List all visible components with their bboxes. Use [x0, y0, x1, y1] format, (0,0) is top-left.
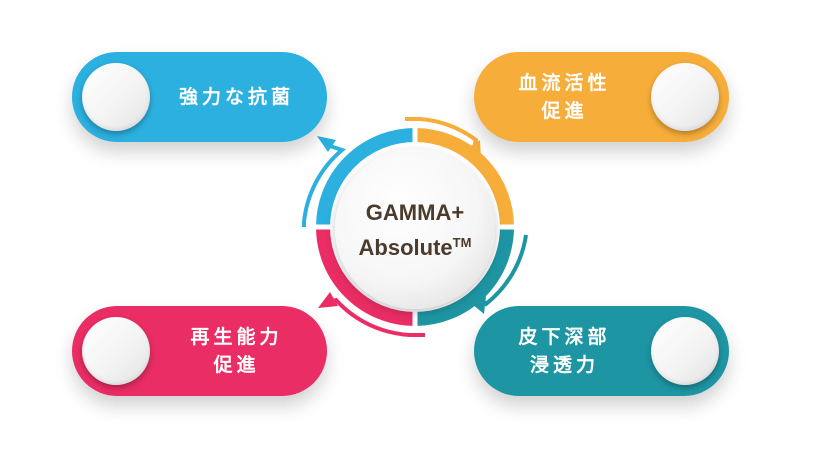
ring-segment-top-right	[414, 128, 514, 228]
ring-segment-top-left	[316, 128, 416, 228]
arrow-top-right	[405, 117, 479, 148]
arrow-bottom-right	[478, 234, 528, 307]
pill-label: 再生能力 促進	[160, 306, 313, 396]
pill-label-line: 促進	[541, 100, 588, 122]
pill-label-line: 強力な抗菌	[178, 86, 294, 108]
ring-segment-bottom-right	[414, 226, 514, 326]
hub-disc	[335, 149, 495, 309]
hub-title: GAMMA+ AbsoluteTM	[328, 185, 502, 275]
pill-knob	[82, 317, 150, 385]
pill-label-line: 皮下深部	[518, 326, 611, 348]
pill-label-line: 血流活性	[518, 72, 611, 94]
arrow-top-left	[302, 144, 347, 227]
hub-title-line2: AbsoluteTM	[359, 228, 472, 263]
ring-segment-bottom-left	[316, 226, 416, 326]
pill-knob	[651, 317, 719, 385]
pill-label-line: 浸透力	[529, 354, 599, 376]
trademark-mark: TM	[452, 234, 472, 250]
arrow-bottom-left	[329, 297, 425, 337]
pill-regeneration: 再生能力 促進	[72, 306, 327, 396]
pill-label-line: 促進	[213, 354, 260, 376]
pill-knob	[82, 63, 150, 131]
pill-deep-penetration: 皮下深部 浸透力	[474, 306, 729, 396]
pill-label: 血流活性 促進	[488, 52, 641, 142]
pill-knob	[651, 63, 719, 131]
pill-label-line: 再生能力	[190, 326, 283, 348]
pill-antibacterial: 強力な抗菌	[72, 52, 327, 142]
hub-title-product: Absolute	[358, 234, 453, 260]
pill-label: 皮下深部 浸透力	[488, 306, 641, 396]
pill-blood-flow: 血流活性 促進	[474, 52, 729, 142]
pill-label: 強力な抗菌	[160, 52, 313, 142]
hub-title-line1: GAMMA+	[365, 199, 465, 225]
